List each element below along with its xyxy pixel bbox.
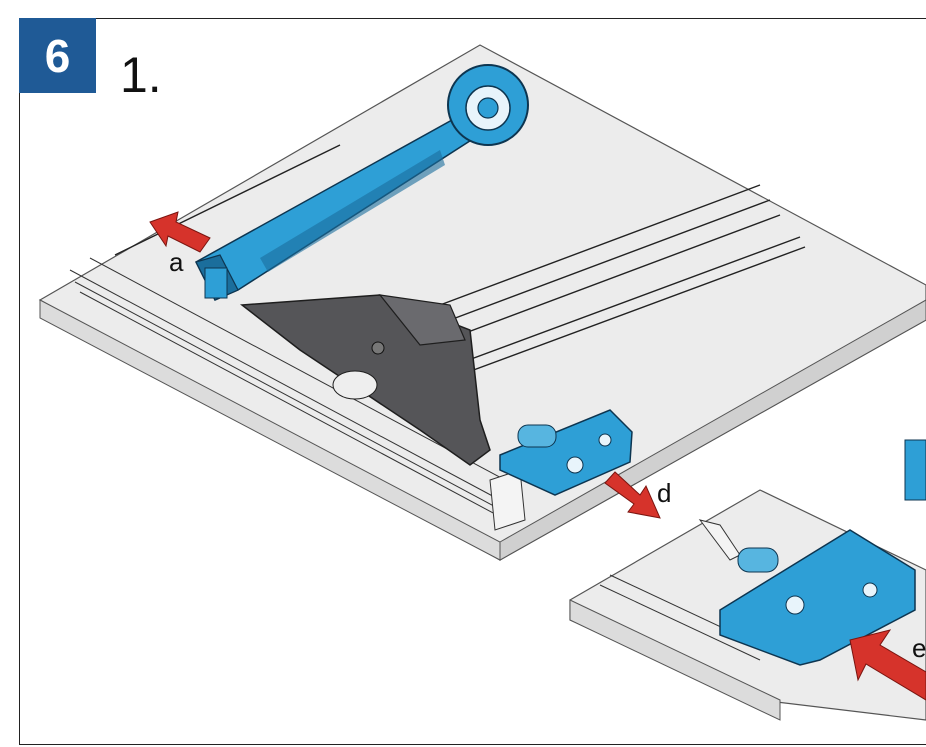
rail-lines (114, 144, 806, 376)
central-mechanism (239, 294, 491, 466)
lower-bracket (499, 409, 633, 496)
main-board (38, 44, 926, 561)
motion-arrow-up-left (849, 629, 926, 701)
step-number-badge: 6 (19, 18, 96, 93)
sub-step-label: 1. (120, 47, 162, 103)
upper-arm-fitting (195, 64, 529, 301)
callout-d: d (657, 478, 672, 508)
motion-arrow-down-right (604, 471, 661, 519)
callout-e: e (912, 633, 926, 663)
secondary-bracket (719, 439, 926, 666)
figure-frame (19, 18, 926, 745)
motion-arrow-left (149, 211, 211, 253)
callout-a: a (169, 247, 184, 277)
